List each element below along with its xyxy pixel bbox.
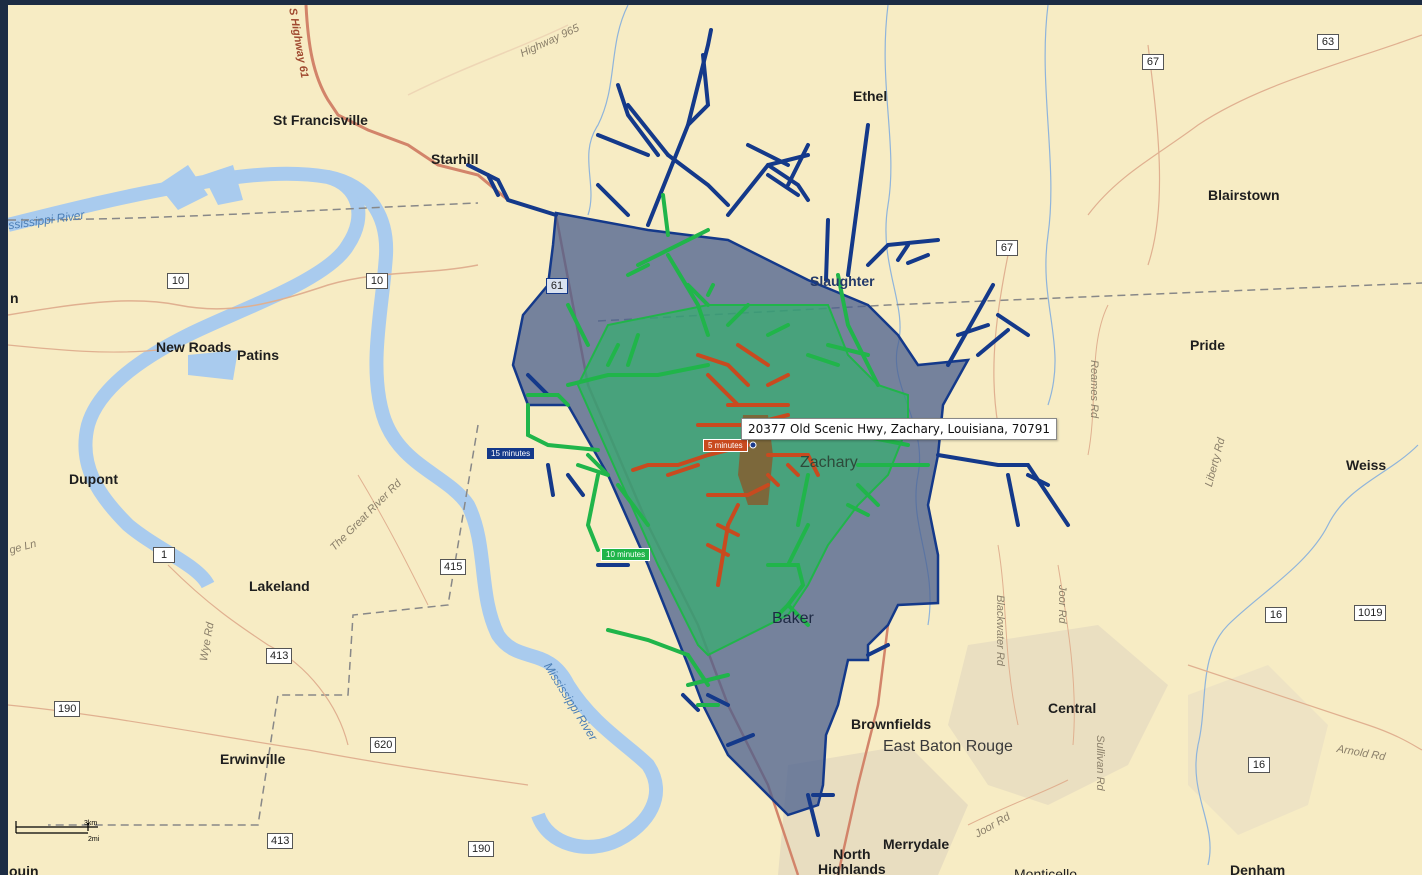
- shield-67-mid: 67: [996, 240, 1018, 256]
- shield-16-bottom: 16: [1248, 757, 1270, 773]
- shield-10-left: 10: [167, 273, 189, 289]
- isochrone-label-5: 5 minutes: [703, 439, 748, 452]
- place-baker: Baker: [772, 610, 814, 627]
- place-edge-n: n: [10, 290, 19, 306]
- shield-413-bottom: 413: [267, 833, 294, 849]
- shield-415: 415: [440, 559, 467, 575]
- scale-km-label: 3km: [84, 820, 98, 827]
- shield-1019: 1019: [1354, 605, 1387, 621]
- road-label-reames-rd: Reames Rd: [1088, 360, 1100, 419]
- isochrone-label-15: 15 minutes: [487, 448, 535, 459]
- map-graphics: [8, 5, 1422, 875]
- map-canvas[interactable]: St Francisville Starhill Ethel Blairstow…: [8, 5, 1422, 875]
- road-label-joor-rd: Joor Rd: [1056, 585, 1068, 624]
- shield-63: 63: [1317, 34, 1339, 50]
- place-new-roads: New Roads: [156, 339, 232, 355]
- place-denham: Denham: [1230, 862, 1286, 875]
- road-label-sullivan-rd: Sullivan Rd: [1094, 735, 1106, 791]
- place-lakeland: Lakeland: [249, 578, 310, 594]
- isochrone-label-10: 10 minutes: [601, 548, 651, 561]
- place-starhill: Starhill: [431, 151, 479, 167]
- place-north-highlands: North Highlands: [818, 846, 886, 875]
- place-ethel: Ethel: [853, 88, 888, 104]
- scale-mi-label: 2mi: [88, 836, 100, 843]
- place-pride: Pride: [1190, 337, 1226, 353]
- shield-67-top: 67: [1142, 54, 1164, 70]
- place-dupont: Dupont: [69, 471, 118, 487]
- road-label-blackwater-rd: Blackwater Rd: [994, 595, 1006, 666]
- scale-bar: 3km 2mi: [12, 820, 102, 850]
- place-weiss: Weiss: [1346, 457, 1387, 473]
- place-patins: Patins: [237, 347, 280, 363]
- place-blairstown: Blairstown: [1208, 187, 1280, 203]
- shield-190-left: 190: [54, 701, 81, 717]
- location-callout[interactable]: 20377 Old Scenic Hwy, Zachary, Louisiana…: [741, 418, 1057, 440]
- place-monticello: Monticello: [1014, 866, 1078, 875]
- shield-61: 61: [546, 278, 568, 294]
- shield-190-bottom: 190: [468, 841, 495, 857]
- place-st-francisville: St Francisville: [273, 112, 368, 128]
- shield-10-right: 10: [366, 273, 388, 289]
- shield-620: 620: [370, 737, 397, 753]
- place-edge-ouin: ouin: [9, 863, 39, 875]
- place-slaughter: Slaughter: [810, 273, 875, 289]
- place-central: Central: [1048, 700, 1097, 716]
- shield-16-top: 16: [1265, 607, 1287, 623]
- place-zachary: Zachary: [800, 454, 858, 471]
- place-east-baton-rouge: East Baton Rouge: [883, 738, 1013, 755]
- place-erwinville: Erwinville: [220, 751, 286, 767]
- place-brownfields: Brownfields: [851, 716, 932, 732]
- shield-413-top: 413: [266, 648, 293, 664]
- shield-1: 1: [153, 547, 175, 563]
- place-merrydale: Merrydale: [883, 836, 950, 852]
